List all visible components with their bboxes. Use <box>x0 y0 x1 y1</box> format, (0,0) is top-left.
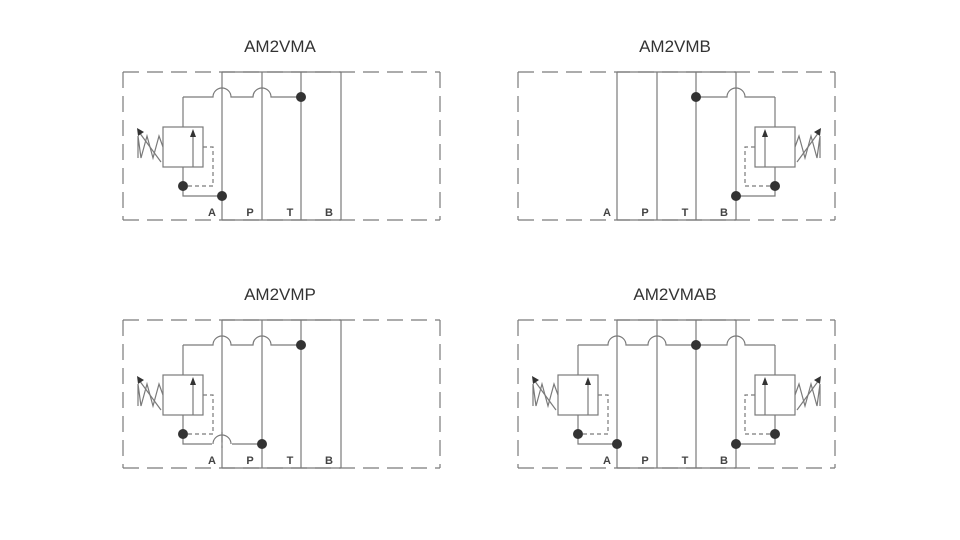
port-label-b: B <box>720 207 728 219</box>
p-inlet-crossover <box>212 432 232 448</box>
valve-body <box>162 126 204 168</box>
connection-line <box>183 335 301 346</box>
port-label-p: P <box>246 455 253 467</box>
junction-dot <box>296 92 306 102</box>
inlet-line <box>736 167 776 197</box>
arrow-head-icon <box>190 129 196 137</box>
valve-body <box>162 374 204 416</box>
diagram-am2vmab: AM2VMAB A P T B <box>517 285 836 469</box>
port-label-a: A <box>208 455 216 467</box>
adjust-arrow <box>796 379 820 411</box>
diagram-title: AM2VMP <box>244 285 316 304</box>
relief-valve <box>137 126 227 201</box>
junction-dot <box>731 439 741 449</box>
arrow-head-icon <box>190 377 196 385</box>
junction-dot <box>770 429 780 439</box>
valve-body <box>754 374 796 416</box>
junction-dot <box>296 340 306 350</box>
diagram-title: AM2VMB <box>639 37 711 56</box>
junction-dot <box>178 181 188 191</box>
pilot-line <box>578 394 609 435</box>
relief-valve <box>137 374 267 449</box>
port-label-p: P <box>641 207 648 219</box>
relief-valve <box>731 374 821 449</box>
arrow-head-icon <box>762 377 768 385</box>
adjust-arrow-head-icon <box>137 128 144 136</box>
port-label-p: P <box>246 207 253 219</box>
pilot-line <box>744 146 775 187</box>
adjust-arrow <box>138 131 162 163</box>
diagram-title: AM2VMA <box>244 37 316 56</box>
port-label-t: T <box>287 207 294 219</box>
junction-dot <box>257 439 267 449</box>
adjust-arrow-head-icon <box>532 376 539 384</box>
connection-line <box>578 335 775 346</box>
port-label-p: P <box>641 455 648 467</box>
inlet-line <box>577 415 617 445</box>
adjust-arrow-head-icon <box>814 376 821 384</box>
junction-dot <box>217 191 227 201</box>
diagram-title: AM2VMAB <box>633 285 716 304</box>
diagram-am2vmp: AM2VMP A P T B <box>122 285 441 469</box>
adjust-arrow <box>138 379 162 411</box>
port-label-t: T <box>682 207 689 219</box>
junction-dot <box>178 429 188 439</box>
pilot-line <box>183 394 214 435</box>
relief-valve <box>532 374 622 449</box>
port-label-b: B <box>720 455 728 467</box>
arrow-head-icon <box>762 129 768 137</box>
connection-line <box>696 87 775 98</box>
junction-dot <box>612 439 622 449</box>
port-label-t: T <box>287 455 294 467</box>
junction-dot <box>731 191 741 201</box>
port-label-a: A <box>603 455 611 467</box>
arrow-head-icon <box>585 377 591 385</box>
inlet-line <box>736 415 776 445</box>
adjust-arrow-head-icon <box>137 376 144 384</box>
inlet-line <box>182 415 262 445</box>
diagram-am2vmb: AM2VMB A P T B <box>517 37 836 221</box>
adjust-arrow-head-icon <box>814 128 821 136</box>
junction-dot <box>691 340 701 350</box>
adjust-arrow <box>796 131 820 163</box>
junction-dot <box>573 429 583 439</box>
pilot-line <box>183 146 214 187</box>
connection-line <box>183 87 301 98</box>
junction-dot <box>691 92 701 102</box>
port-label-a: A <box>603 207 611 219</box>
port-label-b: B <box>325 455 333 467</box>
valve-body <box>754 126 796 168</box>
relief-valve <box>731 126 821 201</box>
pilot-line <box>744 394 775 435</box>
inlet-line <box>182 167 222 197</box>
port-label-b: B <box>325 207 333 219</box>
port-label-t: T <box>682 455 689 467</box>
adjust-arrow <box>533 379 557 411</box>
junction-dot <box>770 181 780 191</box>
valve-body <box>557 374 599 416</box>
port-label-a: A <box>208 207 216 219</box>
diagram-am2vma: AM2VMA A P T B <box>122 37 441 221</box>
